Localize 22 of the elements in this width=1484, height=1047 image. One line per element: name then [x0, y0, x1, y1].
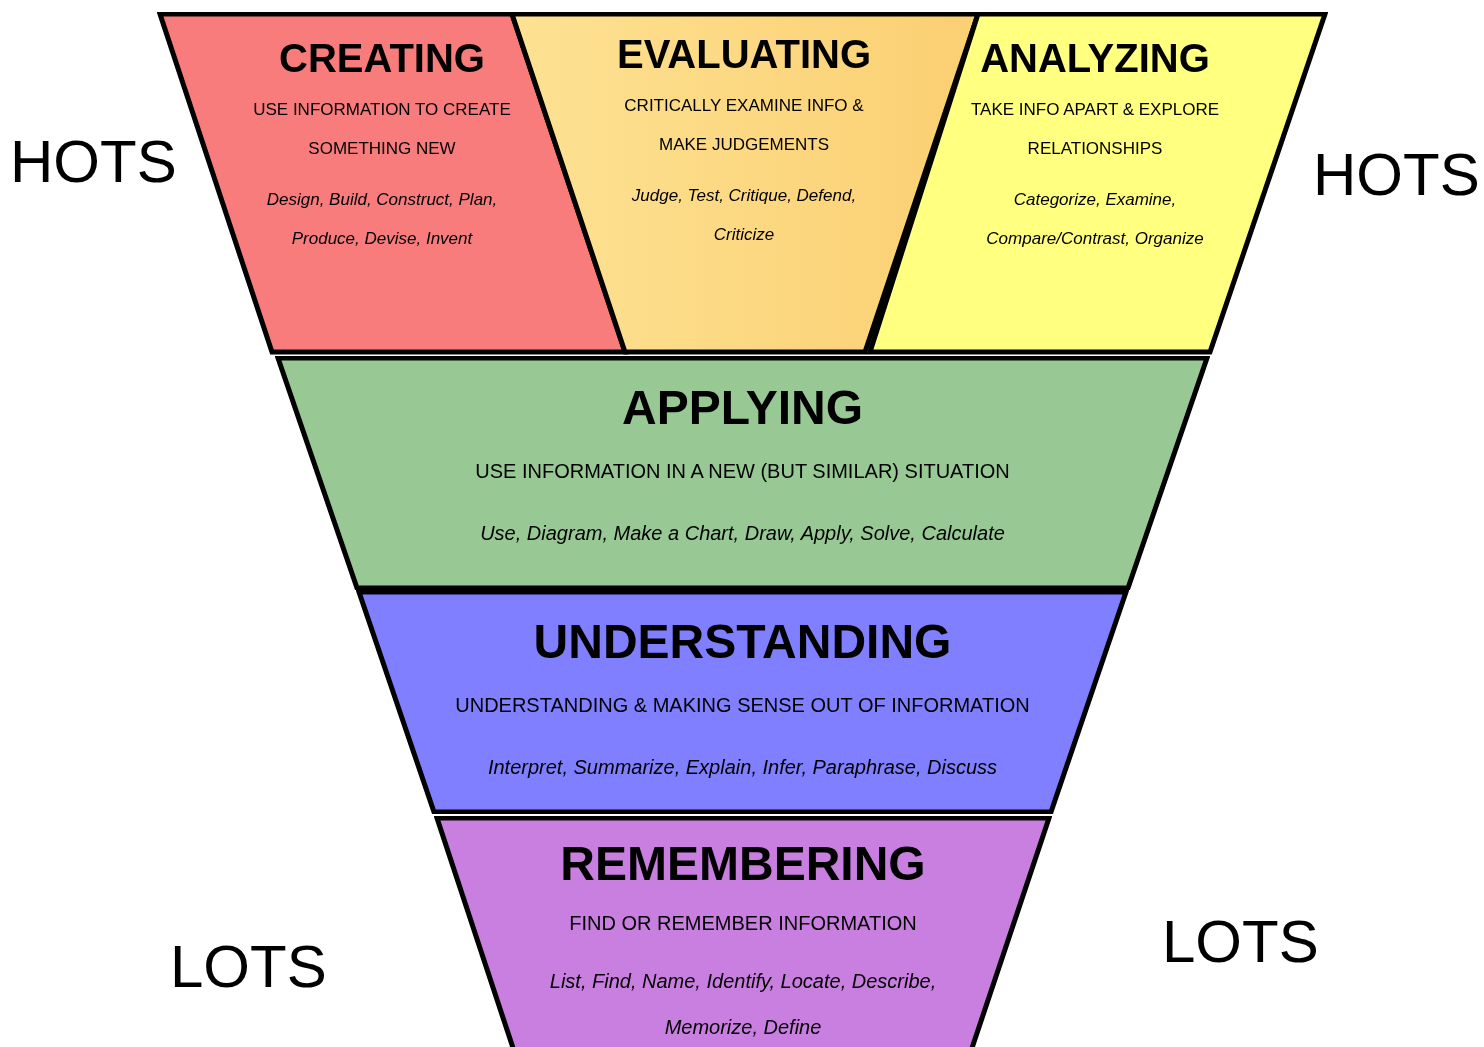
- action-verbs: Design, Build, Construct, Plan, Produce, Devise, Invent: [265, 189, 499, 251]
- level-description: UNDERSTANDING & MAKING SENSE OUT OF INFORMATION: [455, 693, 1030, 718]
- thinking-level-label: HOTS: [10, 132, 177, 192]
- level-heading: ANALYZING: [980, 38, 1210, 78]
- level-description: USE INFORMATION IN A NEW (BUT SIMILAR) SITUATION: [475, 459, 1010, 484]
- level-description: FIND OR REMEMBER INFORMATION: [569, 911, 917, 936]
- level-heading: APPLYING: [622, 384, 863, 432]
- action-verbs: Judge, Test, Critique, Defend, Criticize: [630, 185, 858, 247]
- action-verbs: Interpret, Summarize, Explain, Infer, Paraphrase, Discuss: [487, 755, 998, 780]
- thinking-level-label: LOTS: [1162, 912, 1319, 972]
- level-description: CRITICALLY EXAMINE INFO & MAKE JUDGEMENTS: [623, 95, 865, 157]
- action-verbs: Use, Diagram, Make a Chart, Draw, Apply, Solve, Calculate: [480, 521, 1005, 546]
- thinking-level-label: HOTS: [1313, 145, 1480, 205]
- level-heading: EVALUATING: [616, 34, 872, 74]
- level-description: TAKE INFO APART & EXPLORE RELATIONSHIPS: [969, 99, 1221, 161]
- level-description: USE INFORMATION TO CREATE SOMETHING NEW: [252, 99, 512, 161]
- level-heading: UNDERSTANDING: [533, 618, 952, 666]
- level-heading: CREATING: [279, 38, 485, 78]
- action-verbs: List, Find, Name, Identify, Locate, Describe, Memorize, Define: [548, 969, 938, 1040]
- thinking-level-label: LOTS: [170, 937, 327, 997]
- action-verbs: Categorize, Examine, Compare/Contrast, Organize: [985, 189, 1205, 251]
- level-heading: REMEMBERING: [560, 840, 926, 888]
